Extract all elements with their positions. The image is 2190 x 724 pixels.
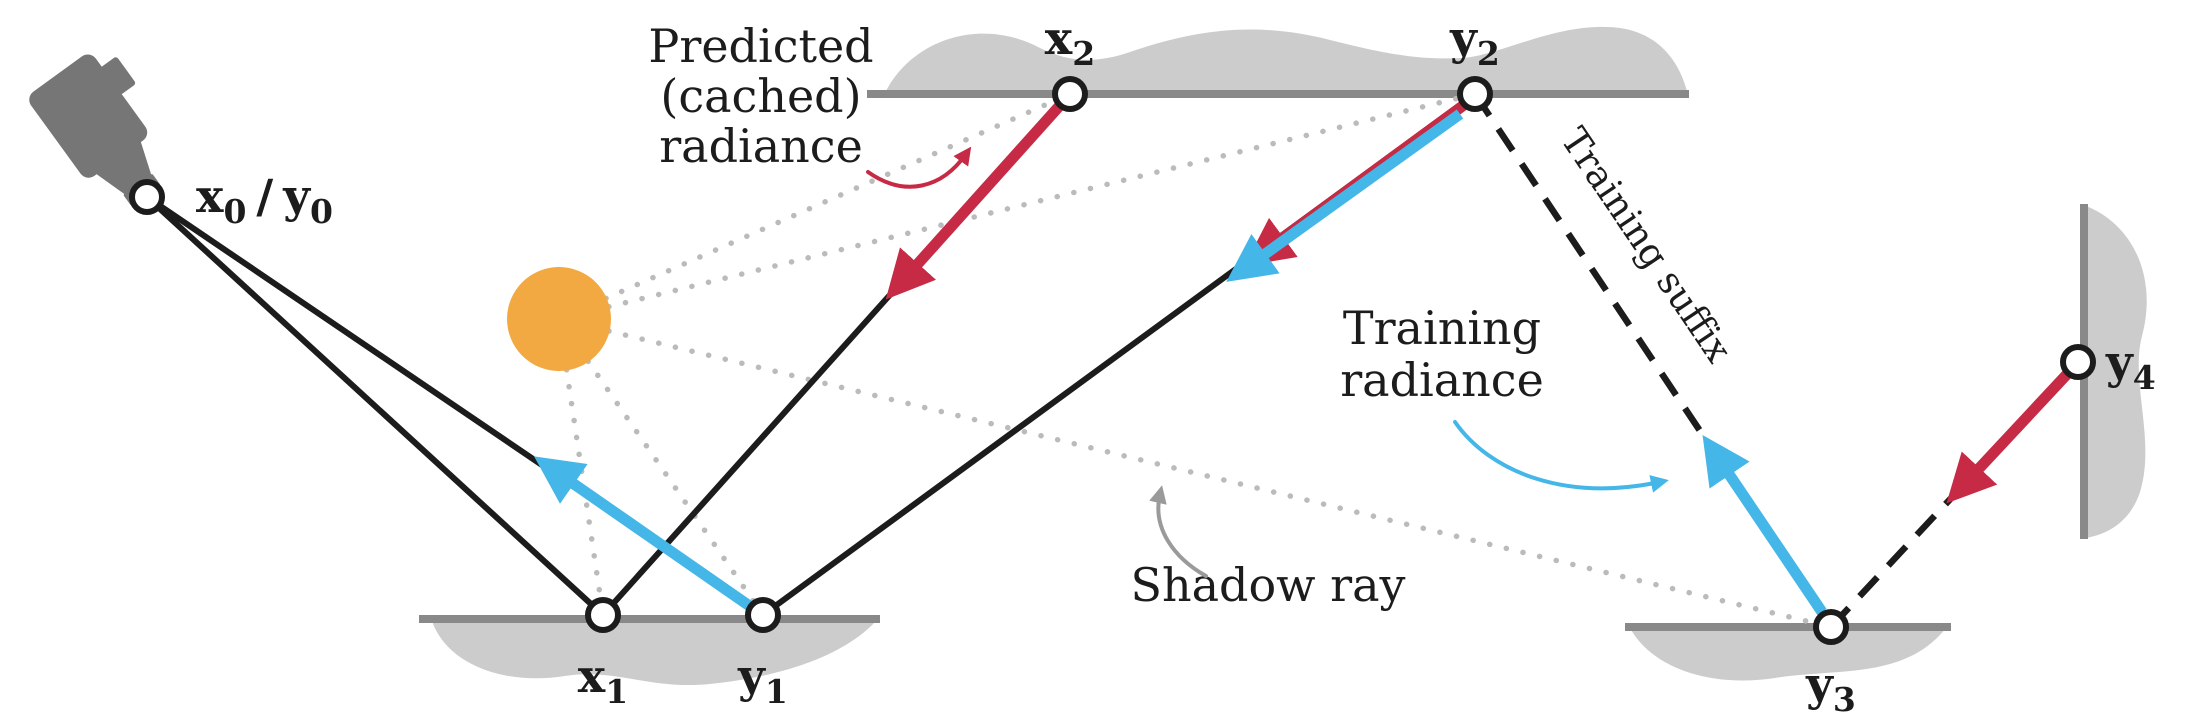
label-y4: y4	[2105, 335, 2156, 397]
predicted-radiance-pointer	[866, 146, 972, 189]
training-radiance-arrow-y3	[1702, 434, 1827, 616]
annotation-predicted-radiance: Predicted(cached)radiance	[648, 19, 873, 173]
path-segment-camera-x1	[144, 194, 606, 618]
training-radiance-arrow-y1	[534, 456, 755, 612]
camera-lens-cone	[94, 140, 152, 196]
vertex-y2	[1457, 76, 1493, 112]
label-y3: y3	[1805, 657, 1856, 719]
vertex-x2	[1052, 76, 1088, 112]
training-radiance-arrow-y2	[1226, 109, 1464, 282]
label-x0-y0: x0/y0	[196, 169, 333, 231]
annotation-shadow-ray: Shadow ray	[1130, 558, 1405, 612]
camera-knob	[99, 57, 136, 96]
training-suffix-segment-y2-y3	[1472, 92, 1834, 629]
camera-icon	[29, 54, 160, 206]
shadow-ray-pointer	[1149, 485, 1208, 578]
label-x1: x1	[578, 649, 628, 711]
light-source	[507, 267, 611, 371]
surface-top-blob	[884, 26, 1688, 96]
predicted-radiance-arrow-x2	[885, 98, 1068, 300]
predicted-radiance-arrow-y4	[1946, 367, 2075, 504]
surface-bottom-left-blob	[432, 621, 876, 686]
vertex-y3	[1813, 609, 1849, 645]
camera-body	[29, 54, 148, 178]
label-x2: x2	[1045, 11, 1095, 73]
training-radiance-pointer	[1453, 420, 1669, 493]
surface-bottom-right-blob	[1630, 628, 1946, 681]
label-y2: y2	[1449, 11, 1500, 73]
vertex-x1	[585, 597, 621, 633]
label-y1: y1	[737, 649, 788, 711]
vertex-y1	[745, 597, 781, 633]
annotation-training-suffix: Training suffix	[1552, 120, 1740, 370]
shadow-ray-light-y2	[556, 91, 1478, 322]
vertex-x0-y0	[129, 179, 165, 215]
surface-right-blob	[2086, 206, 2147, 538]
vertex-y4	[2060, 344, 2096, 380]
